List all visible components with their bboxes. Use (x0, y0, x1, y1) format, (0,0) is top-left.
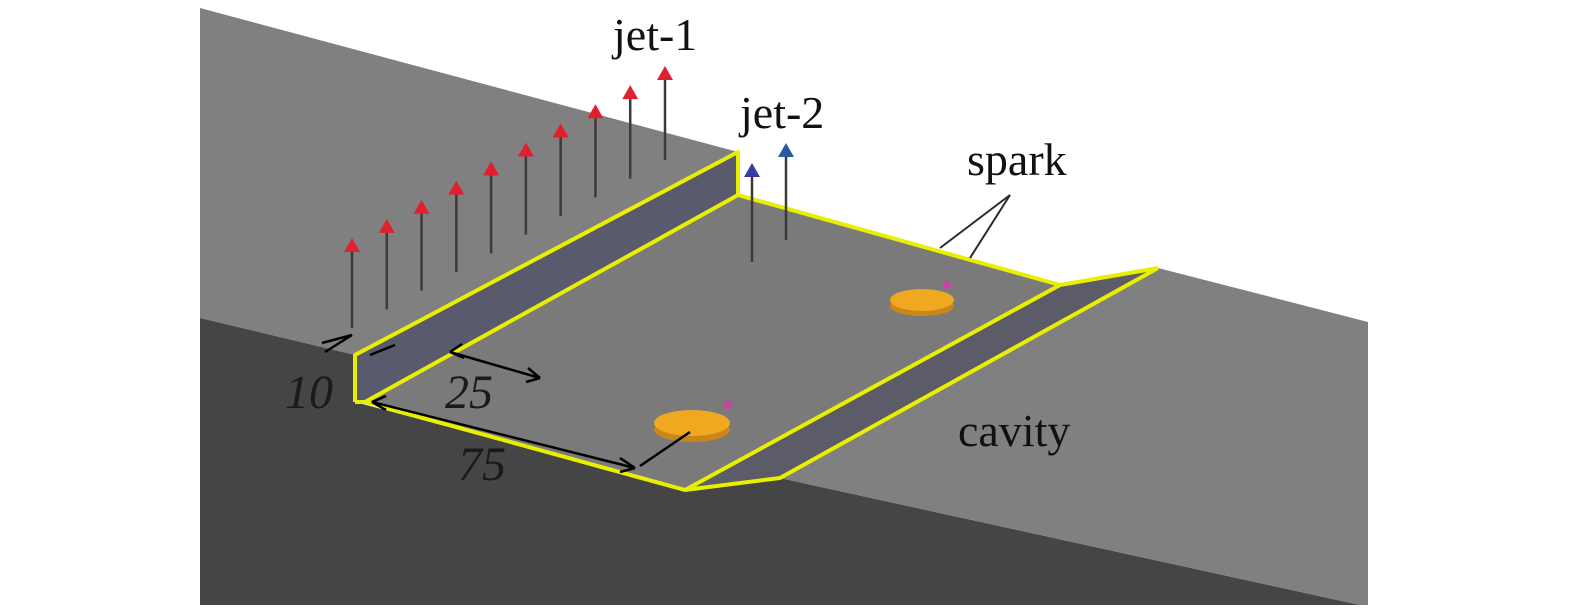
jet-1-arrow (657, 66, 673, 160)
jet-1-arrow (448, 180, 465, 272)
step-height-dimension: 10 (285, 366, 333, 419)
jet-1-arrow (517, 142, 534, 235)
jet-1-arrow (344, 238, 360, 328)
jet-1-arrow (413, 199, 430, 291)
downstream-top-surface (780, 268, 1368, 605)
jet-2-arrows (744, 143, 794, 262)
jet-1-arrow (483, 161, 500, 254)
jet-1-arrow (587, 104, 604, 198)
cavity-label: cavity (958, 405, 1070, 456)
spark-leader-lines (939, 194, 1011, 259)
jet-2-arrow (778, 143, 794, 240)
upstream-top-surface (200, 8, 738, 355)
jet-1-arrows (344, 66, 673, 328)
spark-label: spark (967, 134, 1067, 185)
jet-2-arrow (744, 163, 760, 262)
front-side-face (200, 318, 1360, 605)
spark-plug-1 (890, 289, 954, 316)
jet-2-label: jet-2 (738, 87, 824, 138)
jet-1-arrow (622, 85, 639, 179)
cavity-floor-dimension: 75 (458, 438, 506, 491)
cavity-outline (353, 150, 1159, 492)
spark-plug-2 (654, 410, 730, 442)
jet-1-label: jet-1 (611, 9, 697, 60)
step-wall (355, 152, 738, 402)
jet-1-arrow (378, 218, 395, 310)
jet-offset-dimension: 25 (445, 366, 493, 419)
jet-1-arrow (552, 123, 569, 216)
ramp-wall (685, 268, 1158, 490)
spark-markers (724, 281, 951, 409)
cavity-floor (365, 195, 1060, 490)
dimension-lines (321, 333, 691, 474)
